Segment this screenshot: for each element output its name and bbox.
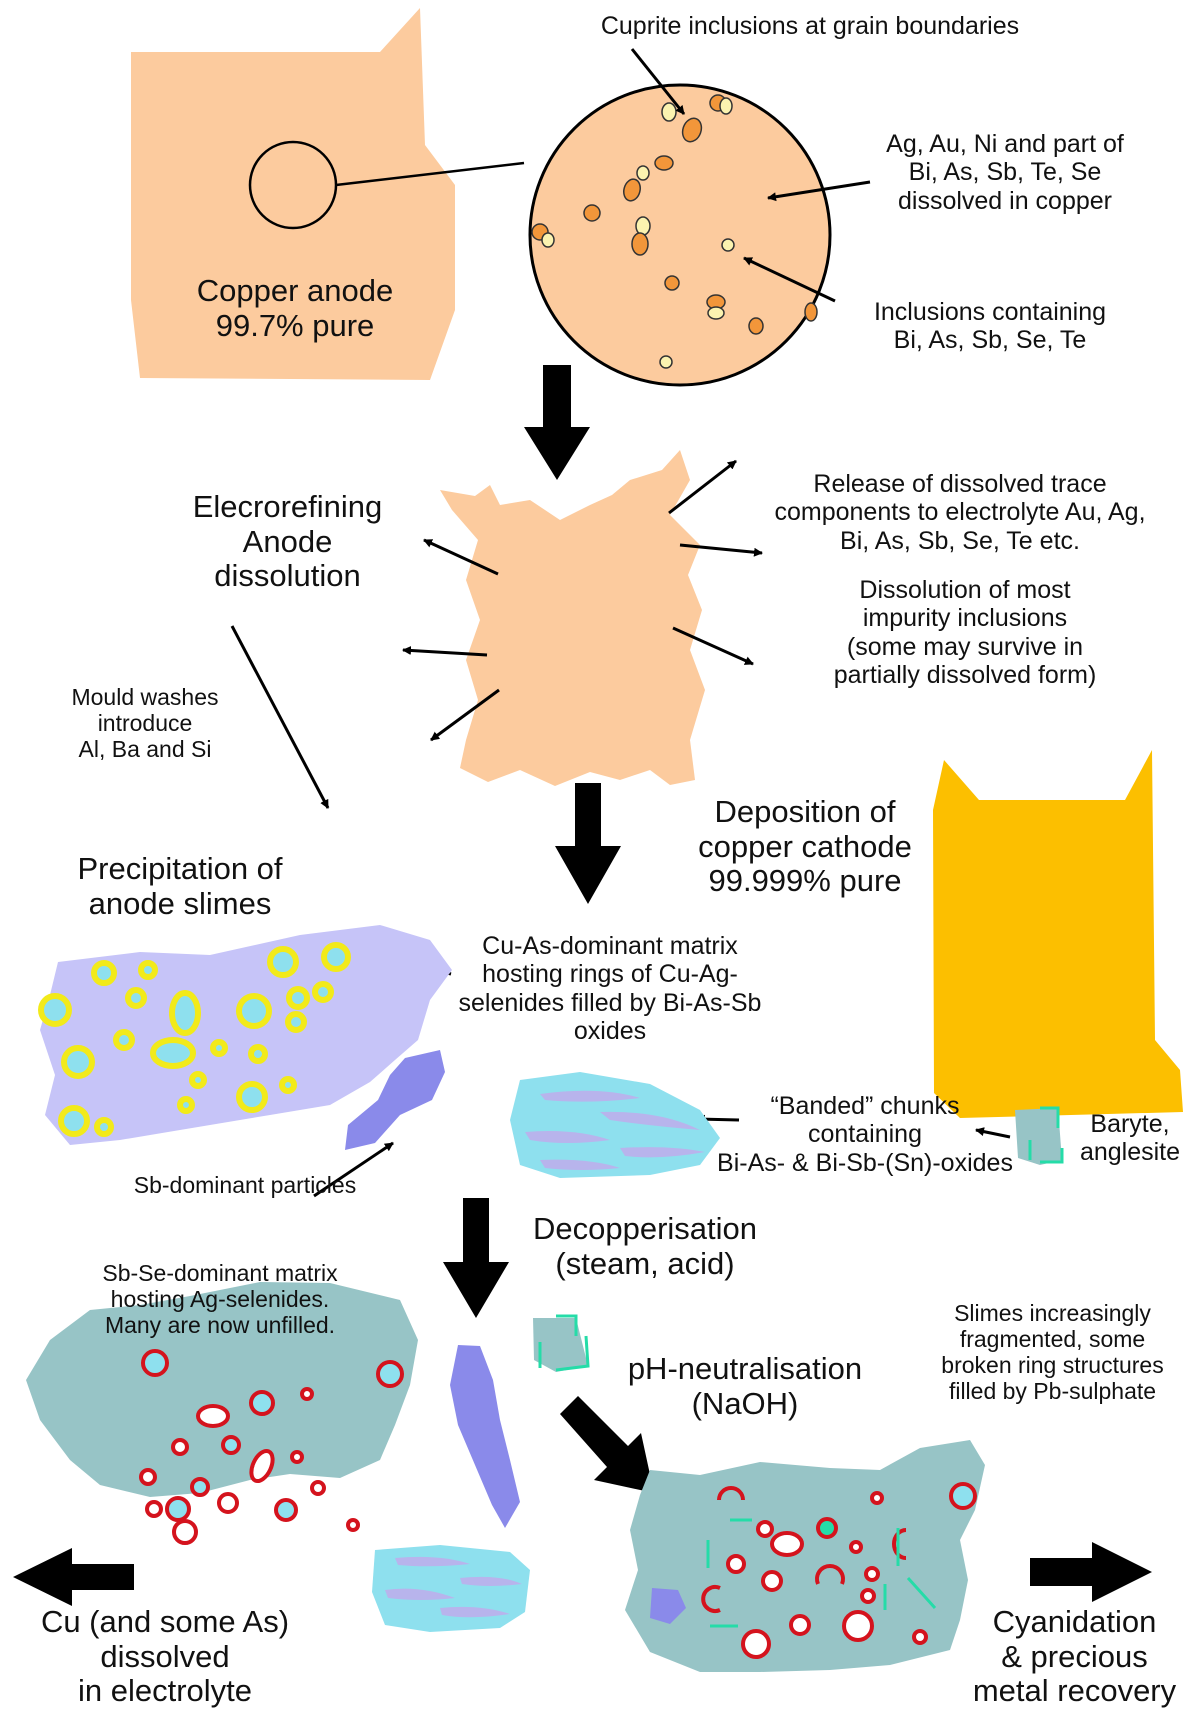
ph-neutralisation-label: pH-neutralisation (NaOH) (595, 1352, 895, 1421)
baryte-label: Baryte, anglesite (1065, 1110, 1195, 1167)
sb-particle-2 (450, 1345, 520, 1528)
right-arrow (1030, 1542, 1152, 1602)
down-arrow-1 (524, 365, 590, 480)
cu-dissolved-label: Cu (and some As) dissolved in electrolyt… (5, 1605, 325, 1709)
slimes-fragmented-label: Slimes increasingly fragmented, some bro… (905, 1300, 1200, 1404)
grain-magnification (530, 85, 830, 385)
dissolving-anode-shape (440, 450, 705, 786)
copper-cathode-shape (933, 750, 1183, 1118)
down-arrow-2 (555, 783, 621, 904)
sb-se-matrix-label: Sb-Se-dominant matrix hosting Ag-selenid… (55, 1260, 385, 1338)
dissolution-inclusions-label: Dissolution of most impurity inclusions … (790, 576, 1140, 689)
precipitation-label: Precipitation of anode slimes (45, 852, 315, 921)
banded-label: “Banded” chunks containing Bi-As- & Bi-S… (680, 1092, 1050, 1177)
cu-as-matrix-label: Cu-As-dominant matrix hosting rings of C… (440, 932, 780, 1045)
electrorefining-label: Elecrorefining Anode dissolution (160, 490, 415, 594)
cyanidation-label: Cyanidation & precious metal recovery (952, 1605, 1197, 1709)
baryte-chunk-2 (533, 1316, 588, 1372)
copper-anode-label: Copper anode 99.7% pure (160, 274, 430, 343)
release-label: Release of dissolved trace components to… (730, 470, 1190, 555)
decopperisation-label: Decopperisation (steam, acid) (500, 1212, 790, 1281)
left-arrow (13, 1548, 134, 1606)
banded-chunk-2 (372, 1545, 530, 1632)
sb-particles-label: Sb-dominant particles (95, 1172, 395, 1198)
cuprite-label: Cuprite inclusions at grain boundaries (545, 12, 1075, 40)
dissolved-in-copper-label: Ag, Au, Ni and part of Bi, As, Sb, Te, S… (845, 130, 1165, 215)
deposition-label: Deposition of copper cathode 99.999% pur… (660, 795, 950, 899)
mould-washes-label: Mould washes introduce Al, Ba and Si (40, 684, 250, 762)
teal-matrix-blob-right (625, 1440, 985, 1672)
inclusions-label: Inclusions containing Bi, As, Sb, Se, Te (840, 298, 1140, 355)
